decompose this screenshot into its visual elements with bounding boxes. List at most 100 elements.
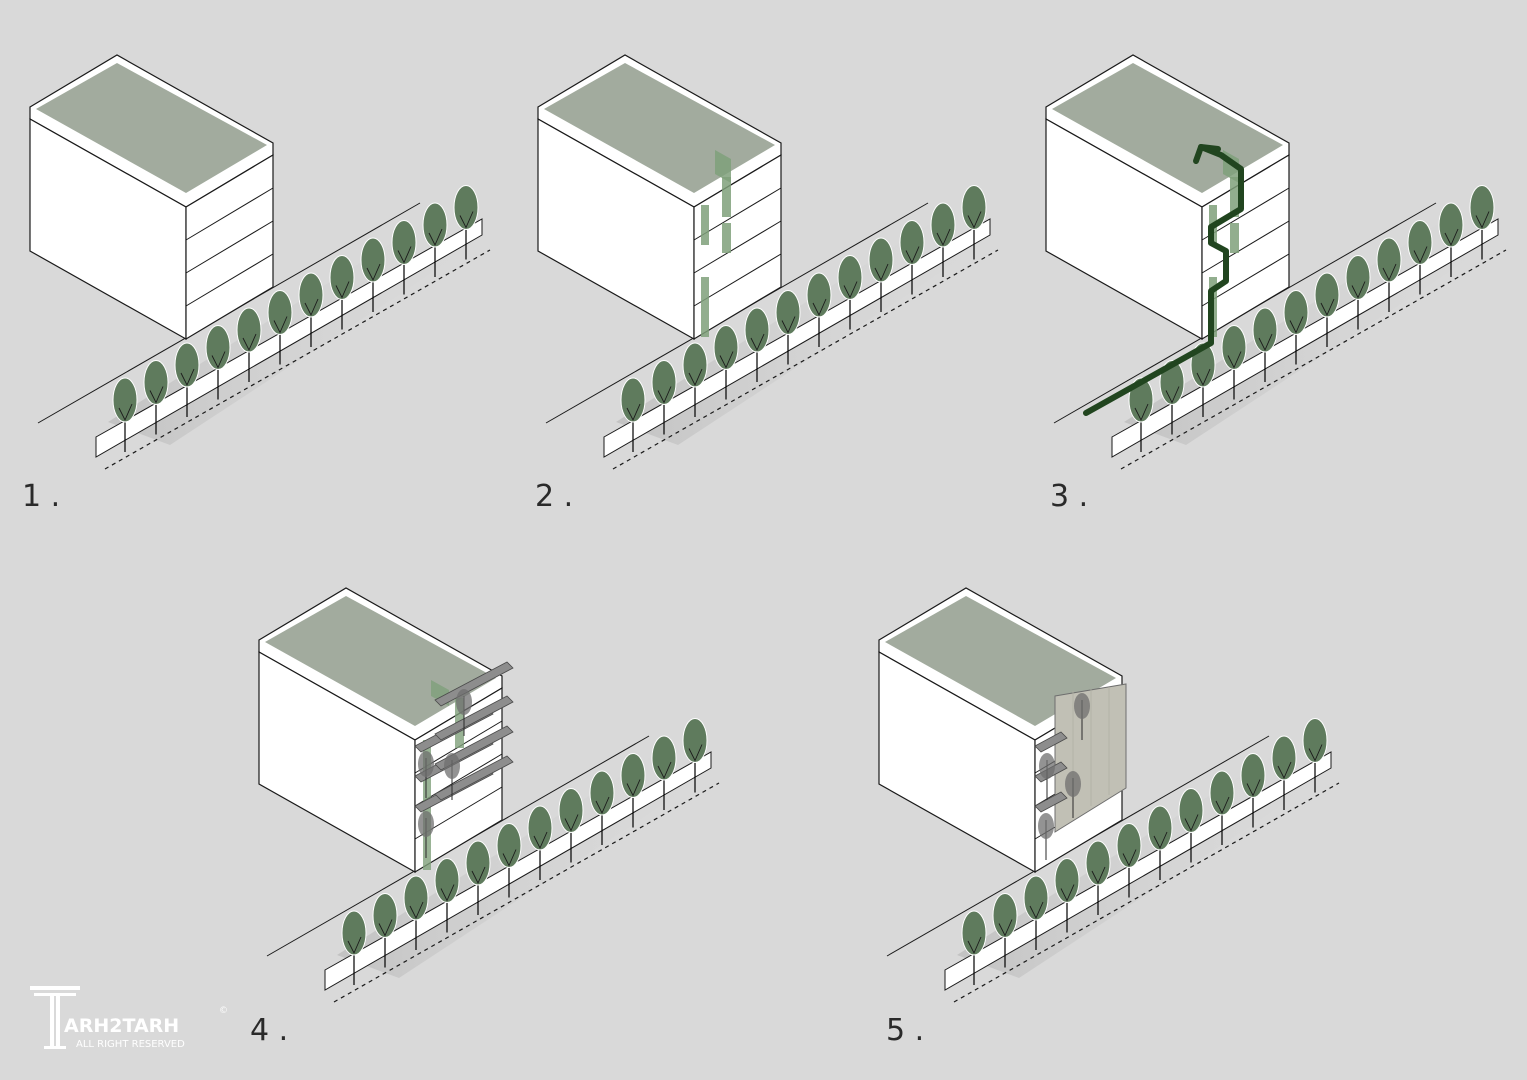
tree-canopy-6 (1147, 805, 1173, 851)
tree-branch-8 (1215, 796, 1230, 815)
step-panel-3 (1045, 54, 1507, 470)
tree-branch-3 (1060, 884, 1075, 902)
tree-canopy-4 (744, 307, 770, 353)
floor-line-2 (185, 220, 274, 274)
tree-canopy-10 (930, 202, 956, 248)
tree-branch-2 (409, 901, 424, 920)
terrace-slab-6 (434, 755, 514, 801)
void-strip-mid-right (722, 223, 731, 253)
tree-canopy-2 (1023, 875, 1049, 921)
step-label-5: 5 . (886, 1013, 924, 1048)
terrace-tree-canopy-3 (418, 811, 434, 837)
tree-branch-0 (347, 936, 362, 955)
tree-branch-1 (657, 386, 672, 404)
tree-branch-6 (1320, 298, 1335, 317)
tree-branch-4 (471, 866, 486, 885)
step-label-1: 1 . (22, 479, 60, 514)
tree-canopy-1 (992, 893, 1018, 938)
screen-tree-canopy-0 (1074, 693, 1090, 719)
void-strip-roof (715, 150, 731, 183)
tree-canopy-11 (682, 718, 708, 763)
tree-branch-7 (843, 281, 858, 299)
tree-canopy-2 (174, 342, 200, 388)
tree-branch-9 (905, 246, 920, 264)
step-label-2: 2 . (535, 479, 573, 514)
tree-canopy-7 (329, 255, 355, 300)
tree-canopy-11 (961, 185, 987, 230)
tree-branch-2 (180, 368, 195, 387)
tree-branch-7 (335, 281, 350, 299)
roof-surface (36, 63, 267, 193)
step-label-3: 3 . (1050, 479, 1088, 514)
tree-branch-11 (1475, 211, 1490, 229)
tree-branch-8 (1382, 263, 1397, 282)
street-dashed-line (612, 249, 999, 470)
tree-canopy-3 (713, 325, 739, 370)
tree-canopy-0 (961, 910, 987, 956)
terrace-slab-0 (434, 661, 514, 707)
terrace-slab-2 (434, 695, 514, 741)
tree-branch-0 (118, 403, 133, 422)
tree-canopy-2 (682, 342, 708, 388)
tree-canopy-11 (453, 185, 479, 230)
tree-canopy-10 (422, 202, 448, 248)
terrace-tree-canopy-2 (444, 753, 460, 779)
building-group (258, 587, 514, 874)
screen-tree-canopy-2 (1065, 771, 1081, 797)
screen-tree-canopy-3 (1038, 813, 1054, 839)
tree-canopy-6 (1314, 272, 1340, 318)
tree-branch-6 (304, 298, 319, 317)
tree-canopy-4 (465, 840, 491, 886)
step-panel-4 (258, 587, 720, 1003)
tree-branch-11 (967, 211, 982, 229)
tree-canopy-10 (1271, 735, 1297, 781)
tree-canopy-10 (651, 735, 677, 781)
tree-canopy-3 (1054, 858, 1080, 903)
floor-line-1 (185, 187, 274, 241)
tree-canopy-0 (620, 377, 646, 423)
tree-branch-5 (1289, 316, 1304, 334)
tree-branch-11 (459, 211, 474, 229)
tree-branch-1 (149, 386, 164, 404)
tree-branch-11 (688, 744, 703, 762)
tree-branch-8 (595, 796, 610, 815)
tree-canopy-3 (434, 858, 460, 903)
tree-canopy-7 (837, 255, 863, 300)
tree-canopy-1 (372, 893, 398, 938)
tree-canopy-1 (651, 360, 677, 405)
tree-branch-10 (1277, 761, 1292, 780)
tree-canopy-5 (1283, 290, 1309, 335)
tree-branch-7 (1351, 281, 1366, 299)
void-strip-upper (1230, 177, 1239, 217)
tree-canopy-4 (1085, 840, 1111, 886)
terrace-tree-canopy-0 (456, 689, 472, 715)
tree-canopy-9 (899, 220, 925, 265)
tree-branch-11 (1308, 744, 1323, 762)
tree-canopy-4 (236, 307, 262, 353)
tree-branch-7 (564, 814, 579, 832)
tree-branch-9 (397, 246, 412, 264)
tree-branch-5 (502, 849, 517, 867)
tree-branch-9 (1246, 779, 1261, 797)
street-group (886, 718, 1340, 1003)
logo-copyright: © (219, 1006, 228, 1016)
tree-branch-2 (1029, 901, 1044, 920)
tree-branch-3 (211, 351, 226, 369)
screen-terrace-slab-0 (1034, 731, 1068, 753)
tree-canopy-5 (775, 290, 801, 335)
tree-branch-10 (657, 761, 672, 780)
circulation-path (1083, 144, 1244, 416)
tree-canopy-5 (496, 823, 522, 868)
building-group (1045, 54, 1290, 416)
screen-tree-canopy-1 (1039, 753, 1055, 779)
tree-canopy-3 (1221, 325, 1247, 370)
tree-branch-1 (378, 919, 393, 937)
tree-canopy-4 (1252, 307, 1278, 353)
tree-canopy-10 (1438, 202, 1464, 248)
circulation-arrowhead-icon (1193, 144, 1221, 164)
tree-branch-8 (874, 263, 889, 282)
step-panel-1 (29, 54, 491, 470)
step-label-4: 4 . (250, 1013, 288, 1048)
tree-branch-3 (1227, 351, 1242, 369)
